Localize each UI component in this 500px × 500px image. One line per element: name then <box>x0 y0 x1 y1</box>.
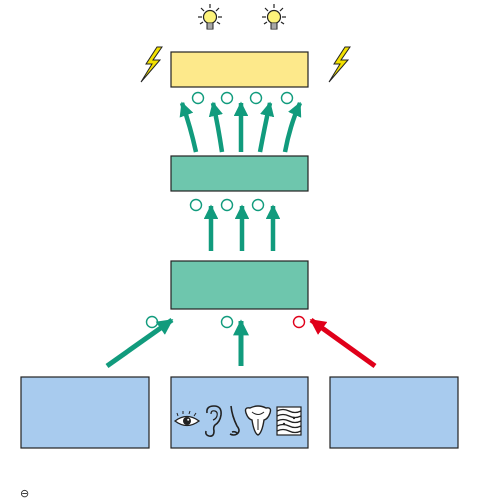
arrow-middle-to-top <box>257 101 275 153</box>
excitatory-marker <box>220 198 234 212</box>
excitatory-marker <box>189 198 203 212</box>
middle-integration-box <box>170 155 309 192</box>
arrow-left-input <box>105 317 174 369</box>
arrow-right-input <box>309 317 377 369</box>
right-input-box <box>329 376 459 449</box>
excitatory-marker <box>145 315 159 329</box>
excitatory-marker <box>251 198 265 212</box>
tongue-icon <box>244 405 272 436</box>
excitatory-marker <box>191 91 205 105</box>
minus-symbol: ⊖ <box>20 487 29 500</box>
arrow-middle-to-top <box>179 101 199 153</box>
inhibitory-marker <box>292 315 306 329</box>
light-bulb-icon <box>198 4 222 30</box>
excitatory-marker <box>220 315 234 329</box>
arrow-middle-to-top <box>282 101 303 153</box>
eye-icon <box>173 410 201 427</box>
skin-icon <box>276 406 302 436</box>
top-output-box <box>170 51 309 88</box>
lightning-icon <box>328 46 351 83</box>
lower-integration-box <box>170 260 309 310</box>
left-input-box <box>20 376 150 449</box>
ear-icon <box>205 405 222 437</box>
excitatory-marker <box>280 91 294 105</box>
lightning-icon <box>140 46 163 83</box>
arrow-middle-to-top <box>208 101 225 153</box>
nose-icon <box>229 405 240 436</box>
excitatory-marker <box>220 91 234 105</box>
light-bulb-icon <box>262 4 286 30</box>
excitatory-marker <box>249 91 263 105</box>
